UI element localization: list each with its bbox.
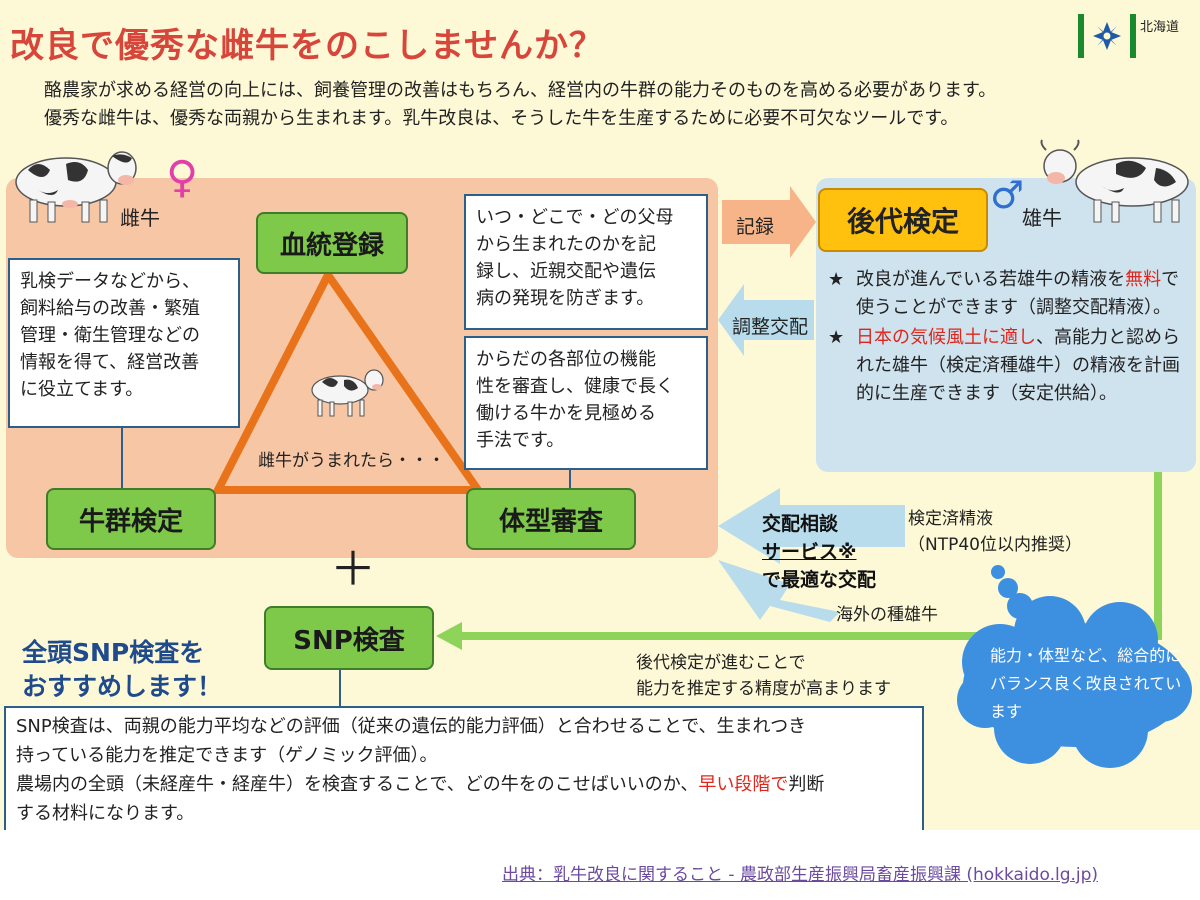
female-cow-image xyxy=(15,151,137,223)
snp-rec-line-2: おすすめします！ xyxy=(22,672,223,701)
snp-test-button[interactable]: SNP検査 xyxy=(264,606,434,670)
herd-test-button[interactable]: 牛群検定 xyxy=(46,488,216,550)
herd-desc-line-4: 情報を得て、経営改善 xyxy=(20,352,200,373)
male-symbol: ♂ xyxy=(990,173,1025,217)
bubble-small xyxy=(991,565,1005,579)
herd-desc-line-1: 乳検データなどから、 xyxy=(20,271,200,292)
star-icon: ★ xyxy=(828,269,845,290)
record-arrow xyxy=(722,186,816,258)
green-arrowhead xyxy=(436,622,462,650)
intro-line-1: 酪農家が求める経営の向上には、飼養管理の改善はもちろん、経営内の牛群の能力そのも… xyxy=(44,80,997,101)
service-arrow-lower xyxy=(718,560,840,622)
calf-image xyxy=(311,369,384,417)
type-evaluation-button[interactable]: 体型審査 xyxy=(466,488,636,550)
herd-desc-line-2: 飼料給与の改善・繁殖 xyxy=(20,298,200,319)
progeny-bullet-2: ★ 日本の気候風土に適し、高能力と認められた雄牛（検定済種雄牛）の精液を計画的に… xyxy=(828,324,1192,408)
bottom-line-4: する材料になります。 xyxy=(16,803,195,824)
snp-recommendation: 全頭SNP検査を おすすめします！ xyxy=(22,636,222,704)
service-line-3: で最適な交配 xyxy=(762,569,877,591)
type-desc-line-3: 働ける牛かを見極める xyxy=(476,403,656,424)
record-label: 記録 xyxy=(736,216,775,238)
herd-desc-line-5: に役立てます。 xyxy=(20,379,144,400)
green-feedback-line xyxy=(454,472,1162,640)
pedigree-desc-line-1: いつ・どこで・どの父母 xyxy=(476,207,674,228)
pedigree-desc-line-4: 病の発現を防ぎます。 xyxy=(476,288,655,309)
cloud-text: 能力・体型など、総合的にバランス良く改良されています xyxy=(990,646,1182,721)
snp-rec-line-1: 全頭SNP検査を xyxy=(22,638,205,667)
male-cow-image xyxy=(1040,139,1189,223)
pedigree-description-box: いつ・どこで・どの父母 から生まれたのかを記 録し、近親交配や遺伝 病の発現を防… xyxy=(464,194,708,330)
star-icon: ★ xyxy=(828,327,845,348)
logo-text: 北海道 xyxy=(1140,20,1180,35)
precision-line-2: 能力を推定する精度が高まります xyxy=(636,679,891,699)
hokkaido-logo xyxy=(1078,14,1138,58)
triangle-caption: 雌牛がうまれたら・・・ xyxy=(258,451,445,471)
type-evaluation-description-box: からだの各部位の機能 性を審査し、健康で長く 働ける牛かを見極める 手法です。 xyxy=(464,336,708,470)
tested-semen-label: 検定済精液 xyxy=(908,509,993,529)
infographic-poster: 改良で優秀な雌牛をのこしませんか？ 北海道 酪農家が求める経営の向上には、飼養管… xyxy=(0,0,1200,830)
precision-line-1: 後代検定が進むことで xyxy=(636,653,806,673)
adjust-mating-label: 調整交配 xyxy=(732,316,809,338)
pedigree-registration-button[interactable]: 血統登録 xyxy=(256,212,408,274)
service-line-2: サービス※ xyxy=(762,541,857,563)
progeny-test-button[interactable]: 後代検定 xyxy=(818,188,988,252)
type-desc-line-2: 性を審査し、健康で長く xyxy=(476,376,674,397)
progeny-bullet-2-text: 日本の気候風土に適し、高能力と認められた雄牛（検定済種雄牛）の精液を計画的に生産… xyxy=(856,327,1180,404)
bottom-line-3: 農場内の全頭（未経産牛・経産牛）を検査することで、どの牛をのこせばいいのか、早い… xyxy=(16,774,825,795)
overseas-bulls-label: 海外の種雄牛 xyxy=(836,605,938,625)
female-label: 雌牛 xyxy=(120,206,160,230)
male-label: 雄牛 xyxy=(1022,206,1062,230)
snp-explanation-box: SNP検査は、両親の能力平均などの評価（従来の遺伝的能力評価）と合わせることで、… xyxy=(4,706,924,830)
cloud-shape xyxy=(957,596,1192,768)
bubble-mid xyxy=(998,578,1018,598)
herd-desc-line-3: 管理・衛生管理などの xyxy=(20,325,200,346)
progeny-bullet-1: ★ 改良が進んでいる若雄牛の精液を無料で使うことができます（調整交配精液）。 xyxy=(828,266,1192,322)
plus-sign: ＋ xyxy=(330,542,376,596)
adjust-arrow xyxy=(718,284,814,356)
triangle xyxy=(211,267,486,494)
bottom-line-1: SNP検査は、両親の能力平均などの評価（従来の遺伝的能力評価）と合わせることで、… xyxy=(16,716,807,737)
service-line-1: 交配相談 xyxy=(762,513,839,535)
type-desc-line-1: からだの各部位の機能 xyxy=(476,349,656,370)
female-symbol: ♀ xyxy=(166,152,199,203)
bottom-line-2: 持っている能力を推定できます（ゲノミック評価）。 xyxy=(16,745,438,766)
service-arrow-upper xyxy=(718,488,905,564)
pedigree-desc-line-2: から生まれたのかを記 xyxy=(476,234,656,255)
page-title: 改良で優秀な雌牛をのこしませんか？ xyxy=(10,26,604,66)
intro-line-2: 優秀な雌牛は、優秀な両親から生まれます。乳牛改良は、そうした牛を生産するために必… xyxy=(44,108,959,129)
mating-service-label: 交配相談 サービス※ で最適な交配 xyxy=(762,510,876,594)
diagram-shapes xyxy=(121,186,1192,768)
pedigree-desc-line-3: 録し、近親交配や遺伝 xyxy=(476,261,656,282)
progeny-bullet-1-text: 改良が進んでいる若雄牛の精液を無料で使うことができます（調整交配精液）。 xyxy=(856,269,1180,318)
progeny-bullets: ★ 改良が進んでいる若雄牛の精液を無料で使うことができます（調整交配精液）。 ★… xyxy=(828,266,1192,408)
herd-test-description-box: 乳検データなどから、 飼料給与の改善・繁殖 管理・衛生管理などの 情報を得て、経… xyxy=(8,258,240,428)
type-desc-line-4: 手法です。 xyxy=(476,430,565,451)
tested-semen-note: （NTP40位以内推奨） xyxy=(908,535,1082,555)
source-link[interactable]: 出典：乳牛改良に関すること - 農政部生産振興局畜産振興課 (hokkaido.… xyxy=(502,865,1099,885)
